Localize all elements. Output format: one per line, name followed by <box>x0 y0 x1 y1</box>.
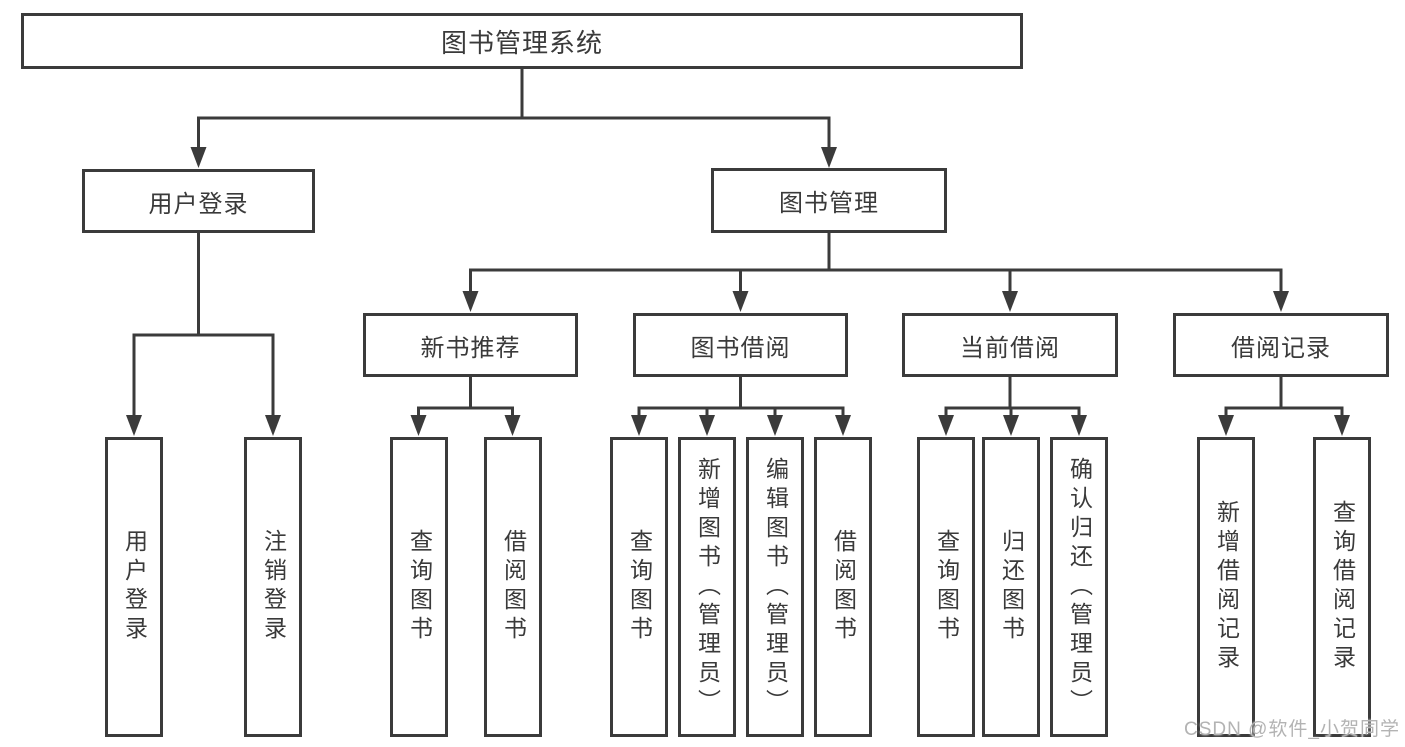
leaf-current-confirm-return-admin: 确认归还（管理员） <box>1050 437 1108 737</box>
leaf-current-query-books: 查询图书 <box>917 437 975 737</box>
leaf-recommend-borrow-books: 借阅图书 <box>484 437 542 737</box>
csdn-watermark: CSDN @软件_小贺同学 <box>1184 719 1400 740</box>
leaf-borrowing-query-books: 查询图书 <box>610 437 668 737</box>
leaf-user-login: 用户登录 <box>105 437 163 737</box>
node-borrowing-records: 借阅记录 <box>1173 313 1389 377</box>
arrowheads <box>126 147 1350 436</box>
leaf-current-return-books: 归还图书 <box>982 437 1040 737</box>
node-current-borrowing: 当前借阅 <box>902 313 1118 377</box>
node-library-management-system: 图书管理系统 <box>21 13 1023 69</box>
node-book-borrowing: 图书借阅 <box>633 313 848 377</box>
leaf-borrowing-borrow-books: 借阅图书 <box>814 437 872 737</box>
leaf-borrowing-edit-books-admin: 编辑图书（管理员） <box>746 437 804 737</box>
leaf-logout: 注销登录 <box>244 437 302 737</box>
leaf-recommend-query-books: 查询图书 <box>390 437 448 737</box>
node-user-login: 用户登录 <box>82 169 315 233</box>
leaf-records-query-borrow-record: 查询借阅记录 <box>1313 437 1371 737</box>
leaf-borrowing-add-books-admin: 新增图书（管理员） <box>678 437 736 737</box>
node-new-book-recommendation: 新书推荐 <box>363 313 578 377</box>
node-book-management: 图书管理 <box>711 168 947 233</box>
leaf-records-add-borrow-record: 新增借阅记录 <box>1197 437 1255 737</box>
